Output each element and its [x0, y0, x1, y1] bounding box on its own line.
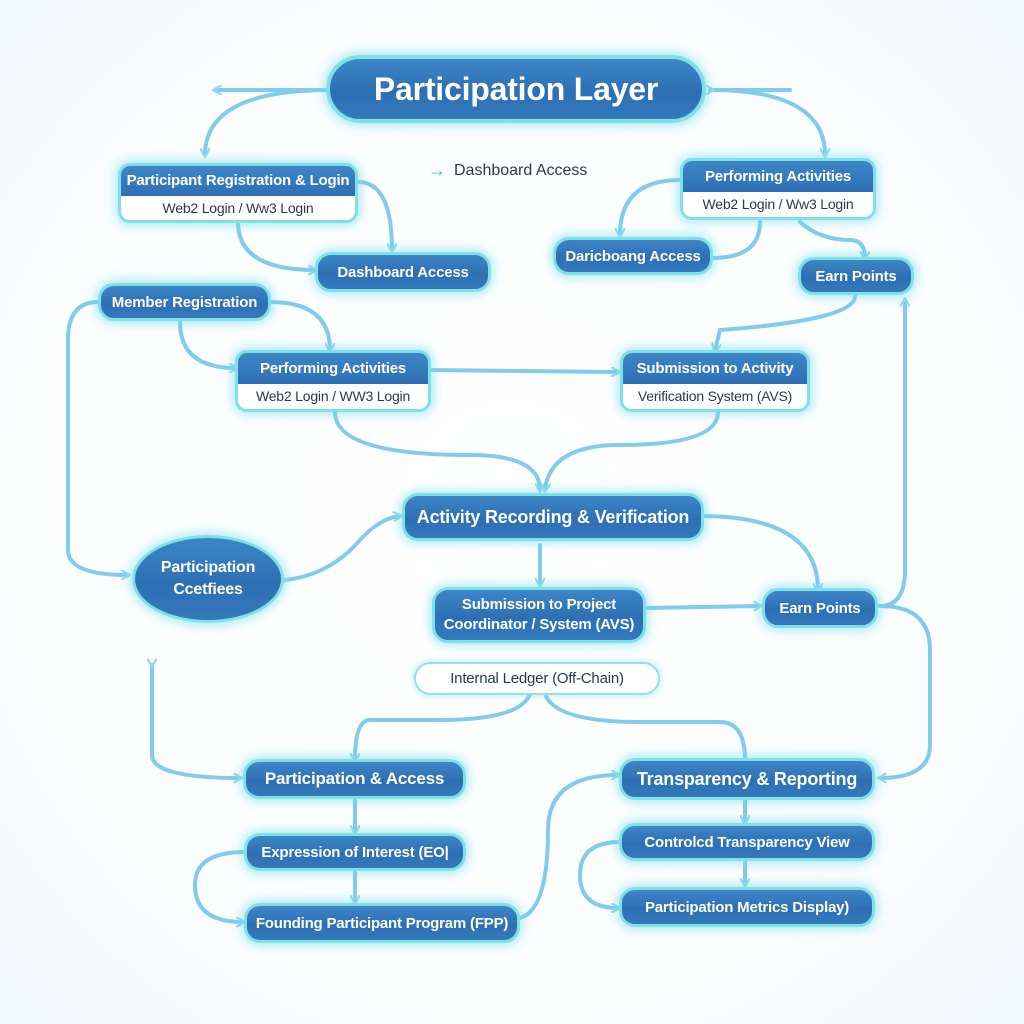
founding-program-node[interactable]: Founding Participant Program (FPP) [244, 903, 520, 943]
performing-activities-mid-node[interactable]: Performing Activities Web2 Login / WW3 L… [235, 350, 431, 412]
title-node[interactable]: Participation Layer [326, 55, 706, 123]
expression-interest-label: Expression of Interest (EO| [261, 843, 449, 861]
floating-dashboard-label: → Dashboard Access [428, 160, 587, 181]
participant-registration-node[interactable]: Participant Registration & Login Web2 Lo… [118, 163, 358, 223]
dashboard-access-right-label: Daricboang Access [565, 247, 701, 265]
activity-recording-node[interactable]: Activity Recording & Verification [402, 493, 704, 541]
dashboard-access-right-node[interactable]: Daricboang Access [553, 237, 713, 275]
founding-program-label: Founding Participant Program (FPP) [255, 914, 509, 932]
transparency-reporting-node[interactable]: Transparency & Reporting [619, 758, 875, 800]
dashboard-access-left-label: Dashboard Access [337, 263, 469, 281]
participation-access-label: Participation & Access [264, 769, 445, 788]
connector-title-left [205, 88, 332, 155]
metrics-display-label: Participation Metrics Display) [644, 898, 850, 916]
performing-activities-mid-title: Performing Activities [238, 353, 428, 384]
participation-certificates-line2: Ccetfiees [173, 581, 243, 598]
connector-left-loop [66, 300, 128, 575]
participant-registration-title: Participant Registration & Login [121, 166, 355, 196]
member-registration-label: Member Registration [111, 293, 258, 311]
earn-points-mid-label: Earn Points [779, 599, 861, 617]
connector-perf-dash [620, 178, 682, 235]
internal-ledger-label: Internal Ledger (Off-Chain) [450, 670, 624, 687]
transparency-reporting-label: Transparency & Reporting [636, 768, 858, 789]
submission-project-node[interactable]: Submission to Project Coordinator / Syst… [432, 587, 646, 643]
controlled-view-node[interactable]: Controlcd Transparency View [619, 823, 875, 861]
title-label: Participation Layer [373, 70, 659, 107]
arrow-right-icon: → [428, 160, 446, 180]
participation-certificates-line1: Participation [160, 559, 256, 576]
participation-access-node[interactable]: Participation & Access [243, 759, 466, 799]
floating-label-text: Dashboard Access [454, 161, 588, 179]
connector-right-loop [878, 300, 905, 608]
internal-ledger-node[interactable]: Internal Ledger (Off-Chain) [414, 662, 660, 695]
dashboard-access-left-node[interactable]: Dashboard Access [315, 252, 491, 292]
submission-project-line1: Submission to Project [461, 596, 617, 613]
controlled-view-label: Controlcd Transparency View [644, 833, 850, 851]
performing-activities-top-subtitle: Web2 Login / Ww3 Login [683, 191, 873, 217]
connector-reg-dashboard [356, 180, 392, 250]
performing-activities-top-node[interactable]: Performing Activities Web2 Login / Ww3 L… [680, 158, 876, 220]
activity-recording-label: Activity Recording & Verification [416, 506, 690, 527]
member-registration-node[interactable]: Member Registration [98, 283, 271, 321]
performing-activities-mid-subtitle: Web2 Login / WW3 Login [238, 383, 428, 409]
submission-activity-subtitle: Verification System (AVS) [623, 383, 807, 409]
submission-activity-title: Submission to Activity [623, 353, 807, 384]
connector-title-right [708, 88, 825, 155]
performing-activities-top-title: Performing Activities [683, 161, 873, 192]
earn-points-top-node[interactable]: Earn Points [798, 257, 914, 295]
submission-activity-node[interactable]: Submission to Activity Verification Syst… [620, 350, 810, 412]
expression-interest-node[interactable]: Expression of Interest (EO| [244, 833, 466, 871]
participant-registration-subtitle: Web2 Login / Ww3 Login [121, 195, 355, 220]
participation-certificates-node[interactable]: Participation Ccetfiees [132, 535, 284, 623]
metrics-display-node[interactable]: Participation Metrics Display) [619, 887, 875, 927]
earn-points-top-label: Earn Points [815, 267, 897, 285]
submission-project-line2: Coordinator / System (AVS) [443, 616, 635, 633]
earn-points-mid-node[interactable]: Earn Points [762, 588, 878, 628]
